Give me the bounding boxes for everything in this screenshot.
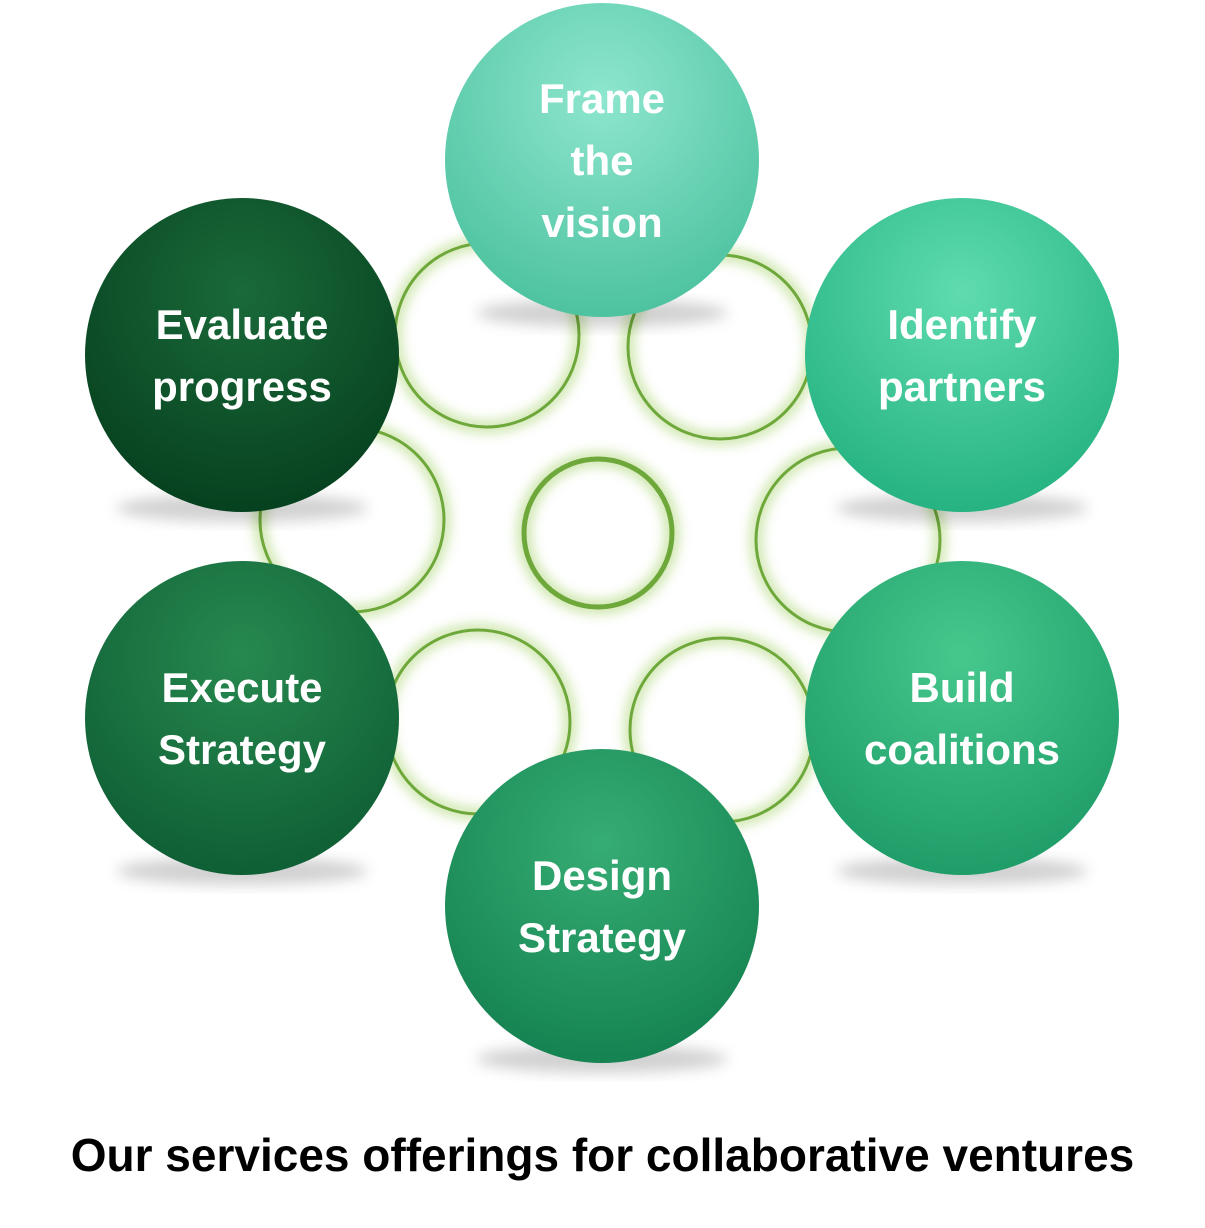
node-label-line: Frame: [539, 75, 665, 122]
node-label: Build coalitions: [864, 664, 1060, 773]
center-ring: [521, 456, 675, 610]
node-label: Identify partners: [878, 301, 1046, 410]
node-label-line: Strategy: [518, 914, 687, 961]
diagram-caption: Our services offerings for collaborative…: [70, 1129, 1135, 1181]
node-build-coalitions: Build coalitions: [805, 561, 1119, 885]
node-label-line: Evaluate: [156, 301, 329, 348]
node-circle: [445, 3, 759, 317]
node-identify-partners: Identify partners: [805, 198, 1119, 522]
node-label-line: Strategy: [158, 726, 327, 773]
node-label-line: Build: [910, 664, 1015, 711]
node-label-line: partners: [878, 363, 1046, 410]
node-label-line: the: [571, 137, 634, 184]
node-label-line: progress: [152, 363, 332, 410]
node-circle: [85, 561, 399, 875]
node-label: Frame the vision: [539, 75, 665, 246]
node-circle: [445, 749, 759, 1063]
node-circle: [805, 561, 1119, 875]
node-label-line: coalitions: [864, 726, 1060, 773]
node-circle: [85, 198, 399, 512]
node-label: Evaluate progress: [152, 301, 332, 410]
node-frame-the-vision: Frame the vision: [445, 3, 759, 327]
node-evaluate-progress: Evaluate progress: [85, 198, 399, 522]
node-label-line: Identify: [887, 301, 1037, 348]
node-label-line: Design: [532, 852, 672, 899]
node-label-line: vision: [541, 199, 662, 246]
node-label-line: Execute: [161, 664, 322, 711]
node-circle: [805, 198, 1119, 512]
